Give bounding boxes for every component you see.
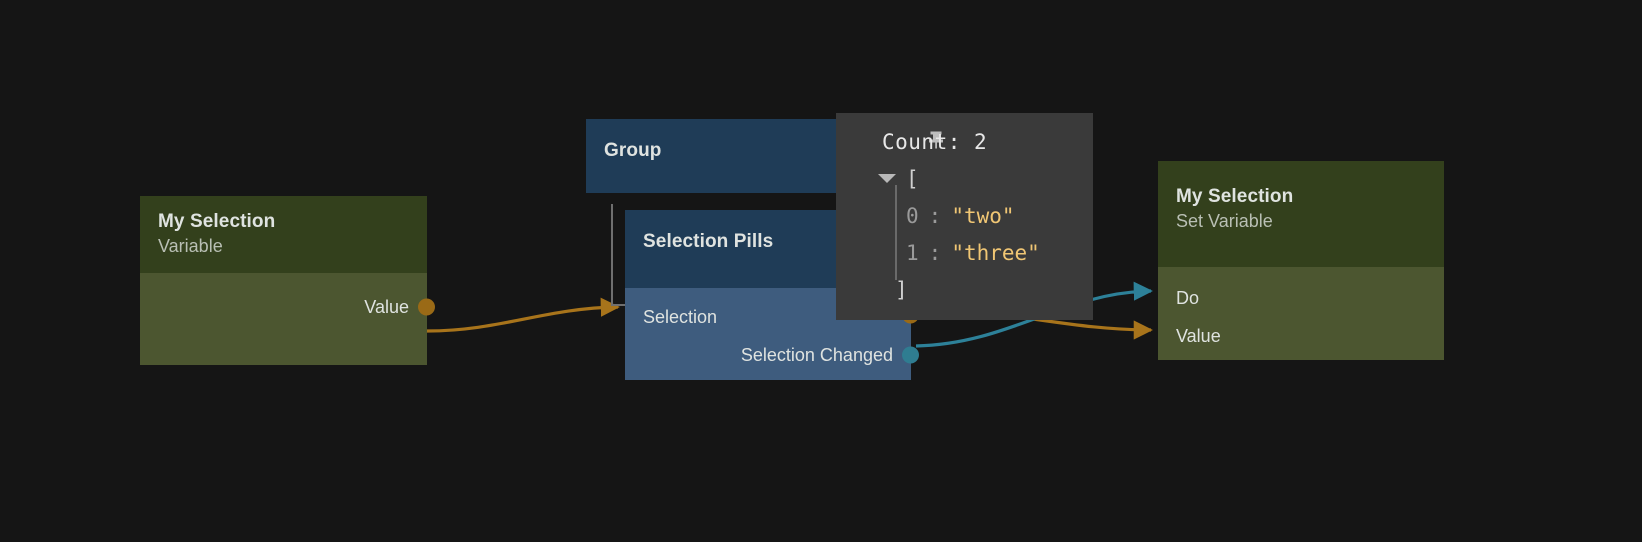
- tooltip-entry-value: "three": [951, 240, 1040, 265]
- port-label-value: Value: [364, 297, 409, 317]
- tooltip-entry-key: 0: [906, 203, 919, 228]
- node-my-selection-variable[interactable]: My Selection Variable Value: [140, 196, 435, 365]
- debug-value-tooltip[interactable]: Count: 2 [ 0 : "two" 1 : "three" ]: [836, 113, 1093, 320]
- chevron-down-icon[interactable]: [878, 174, 896, 183]
- node-title: My Selection: [158, 211, 276, 232]
- wire-value-to-selection: [426, 297, 620, 333]
- port-row-value-in[interactable]: Value: [1158, 317, 1444, 355]
- tooltip-count-row: Count: 2: [836, 123, 1093, 160]
- port-label-selection: Selection: [643, 307, 718, 327]
- port-row-selection-changed-out[interactable]: Selection Changed: [625, 336, 919, 374]
- port-row-do-in[interactable]: Do: [1158, 279, 1444, 317]
- node-subtitle: Variable: [158, 235, 223, 256]
- port-label-selection-changed: Selection Changed: [740, 345, 893, 365]
- tooltip-close-bracket: ]: [895, 277, 908, 302]
- node-header[interactable]: My Selection Variable: [140, 196, 427, 273]
- tooltip-close-bracket-row: ]: [836, 271, 1093, 308]
- tooltip-entry-key: 1: [906, 240, 919, 265]
- node-subtitle-set: Set Variable: [1176, 210, 1273, 231]
- node-header-set[interactable]: My Selection Set Variable: [1158, 161, 1444, 267]
- tooltip-tree-guide-line: [895, 185, 897, 280]
- port-dot-value-out[interactable]: [418, 298, 435, 316]
- tooltip-count-label: Count: 2: [882, 129, 988, 154]
- node-group[interactable]: Group: [586, 119, 872, 193]
- pin-icon[interactable]: [850, 111, 944, 173]
- port-label-do: Do: [1176, 288, 1200, 308]
- node-title-group: Group: [604, 140, 662, 161]
- tooltip-entry-value: "two": [951, 203, 1015, 228]
- node-my-selection-set-variable[interactable]: My Selection Set Variable Do Value: [1158, 161, 1444, 360]
- tooltip-entry-separator: :: [928, 203, 942, 228]
- port-row-value-out[interactable]: Value: [140, 288, 435, 326]
- tooltip-open-bracket-row[interactable]: [: [836, 160, 1093, 197]
- tooltip-open-bracket: [: [906, 166, 919, 191]
- tooltip-entry-row: 1 : "three": [836, 234, 1093, 271]
- node-body: Value: [140, 273, 435, 365]
- node-body-set: Do Value: [1158, 267, 1444, 360]
- port-dot-selection-changed-out[interactable]: [902, 346, 919, 364]
- node-title-set: My Selection: [1176, 186, 1294, 207]
- node-title-pills: Selection Pills: [643, 231, 774, 252]
- tooltip-entry-row: 0 : "two": [836, 197, 1093, 234]
- node-header-group[interactable]: Group: [586, 119, 872, 175]
- port-label-value-in: Value: [1176, 326, 1221, 346]
- tooltip-entry-separator: :: [928, 240, 942, 265]
